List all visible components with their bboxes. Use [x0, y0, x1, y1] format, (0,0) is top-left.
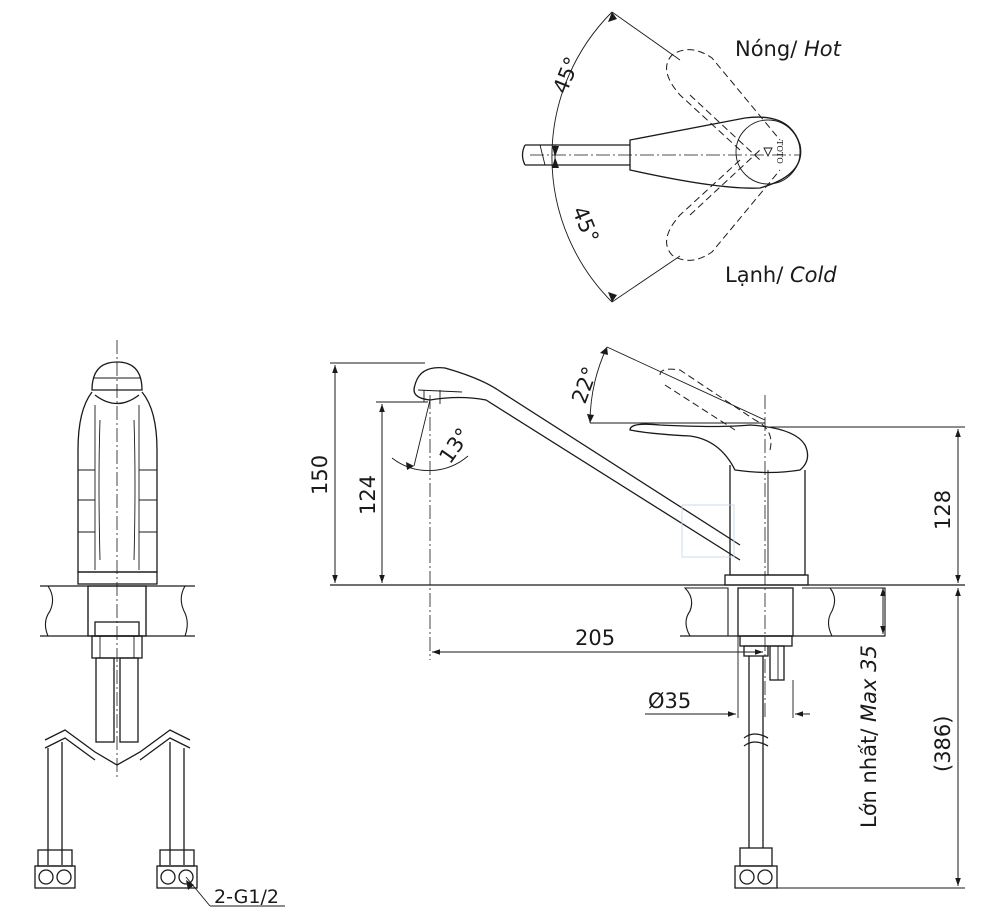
angle-arc	[551, 11, 613, 303]
hose-length-label: (386)	[931, 716, 955, 772]
hole-diameter-label: Ø35	[648, 689, 691, 713]
lever-solid	[629, 423, 809, 474]
thickness-label-en: Max 35	[857, 645, 881, 722]
spout-bottom	[429, 396, 741, 561]
height-total-label: 150	[308, 455, 332, 495]
reach-label: 205	[575, 626, 615, 650]
thickness-label-vi: Lớn nhất/	[857, 722, 881, 828]
angle-cold-label: 45°	[567, 203, 603, 247]
side-view: 22° 13° 150 124 128	[308, 346, 965, 889]
cold-label-vi: Lạnh/	[725, 263, 790, 287]
spout-top	[414, 366, 741, 546]
hot-label-vi: Nóng/	[735, 37, 804, 61]
watermark	[681, 504, 735, 558]
height-spout-label: 124	[356, 475, 380, 515]
height-body-label: 128	[931, 490, 955, 530]
cold-label: Lạnh/ Cold	[725, 263, 837, 287]
hot-label: Nóng/ Hot	[735, 37, 842, 61]
top-view: TOTO Nóng/ Hot Lạnh/ Cold 45° 45°	[521, 11, 842, 303]
brand-mark: TOTO	[775, 140, 784, 164]
front-view: 2-G1/2	[34, 340, 285, 908]
thickness-label: Lớn nhất/ Max 35	[857, 645, 881, 828]
connection-label: 2-G1/2	[214, 886, 279, 908]
spout-angle-label: 13°	[434, 424, 475, 468]
angle-hot-label: 45°	[548, 53, 584, 97]
handle-solid	[629, 116, 802, 189]
faucet-body	[729, 465, 806, 576]
hot-label-en: Hot	[804, 37, 842, 61]
lever-angle-label: 22°	[567, 364, 602, 407]
cold-label-en: Cold	[790, 263, 837, 287]
